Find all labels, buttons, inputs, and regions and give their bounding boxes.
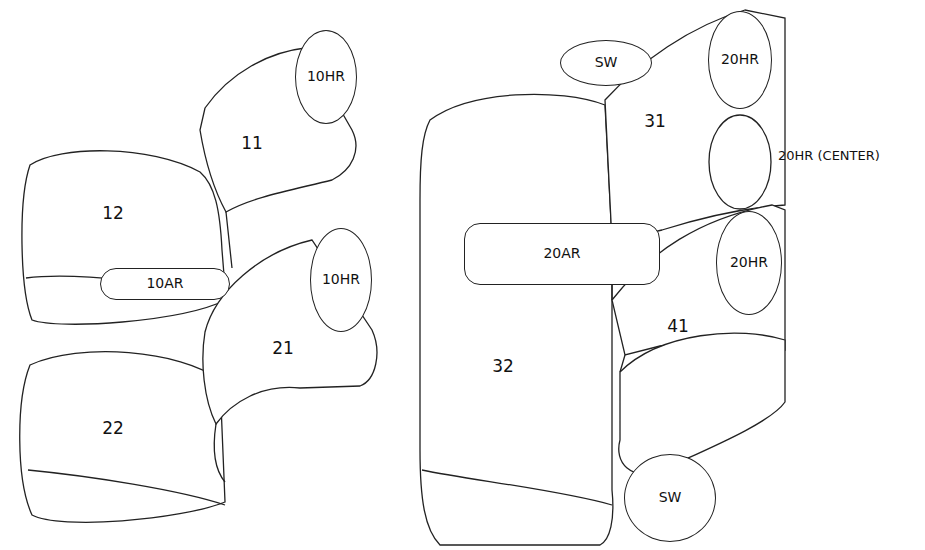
part-code: 20HR: [730, 255, 768, 270]
part-number: 31: [638, 107, 672, 136]
part-code: SW: [659, 490, 682, 505]
seat-cushion-outline: [20, 352, 225, 523]
armrest-band: 10AR: [100, 268, 230, 300]
part-code: SW: [595, 55, 618, 70]
position-note: 20HR (CENTER): [778, 149, 880, 163]
part-code: 10AR: [146, 276, 183, 291]
bench-seat-outline: [619, 333, 785, 473]
seat-side-line: [214, 424, 225, 482]
part-number: 32: [486, 352, 520, 381]
part-number: 12: [96, 199, 130, 228]
headrest-oval: 20HR: [716, 211, 782, 315]
headrest-oval: 10HR: [295, 30, 357, 124]
part-number: 11: [235, 129, 269, 158]
part-code: 20HR: [721, 52, 759, 67]
bench-edge-line: [422, 470, 612, 505]
headrest-oval: [709, 115, 771, 209]
part-code: 20AR: [543, 246, 580, 261]
seat-edge-line: [28, 470, 225, 505]
part-code: 10HR: [307, 69, 345, 84]
headrest-oval: 10HR: [310, 228, 372, 332]
bench-cushion-outline: [420, 94, 613, 545]
part-number: 41: [661, 312, 695, 341]
part-number: 11: [241, 134, 263, 153]
headrest-oval: 20HR: [708, 11, 772, 109]
part-number: 21: [266, 334, 300, 363]
part-code: 10HR: [322, 272, 360, 287]
part-number: 41: [667, 317, 689, 336]
part-number: 22: [102, 419, 124, 438]
part-number: 32: [492, 357, 514, 376]
part-number: 21: [272, 339, 294, 358]
armrest-band: 20AR: [464, 223, 660, 285]
part-number: 22: [96, 414, 130, 443]
side-wing: SW: [560, 40, 652, 86]
seat-back-outline: [200, 48, 356, 212]
side-wing: SW: [624, 454, 716, 542]
part-number: 31: [644, 112, 666, 131]
part-number: 12: [102, 204, 124, 223]
